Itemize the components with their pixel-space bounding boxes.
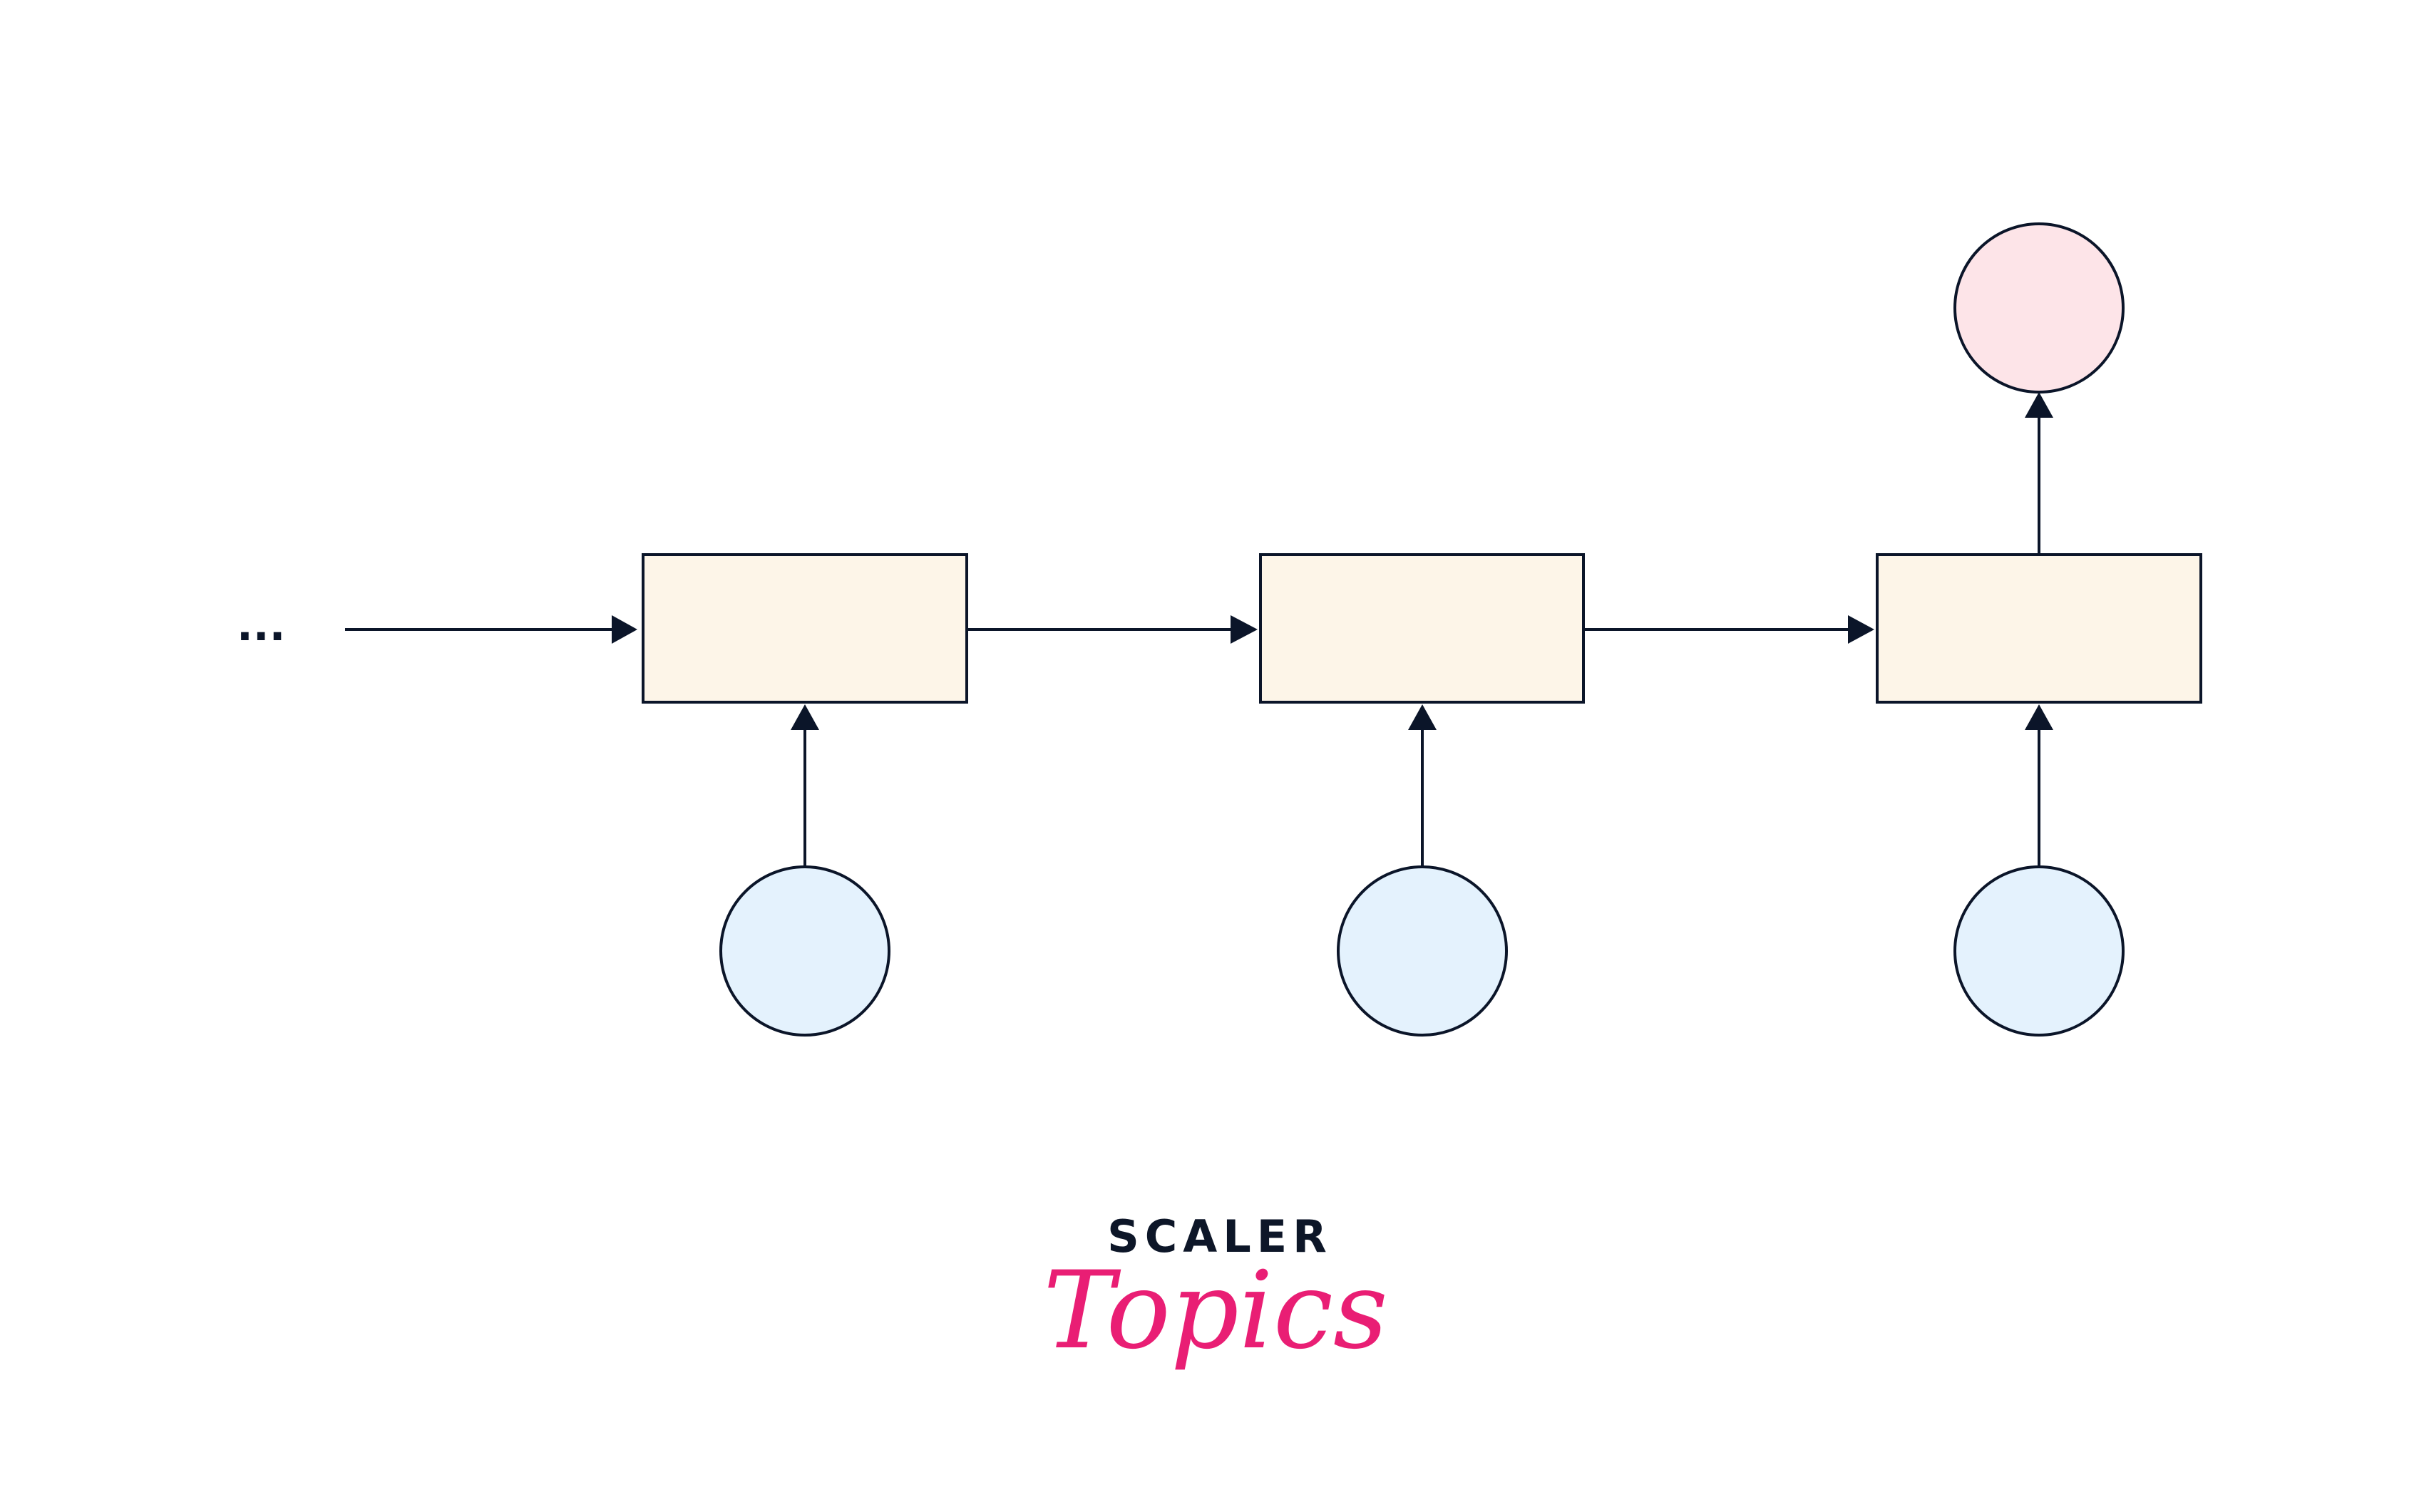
rnn-cell-1 — [642, 553, 968, 704]
arrow-into-cell-1 — [345, 615, 637, 644]
logo-scaler-text: SCALER — [1107, 1210, 1332, 1262]
input-node-2 — [1337, 865, 1508, 1037]
input-node-3 — [1953, 865, 2125, 1037]
arrow-input-1-to-cell-1 — [791, 704, 819, 867]
ellipsis-label: ... — [237, 601, 285, 651]
arrow-input-2-to-cell-2 — [1408, 704, 1437, 867]
logo-topics-text: Topics — [1043, 1249, 1388, 1373]
arrow-cell-1-to-cell-2 — [967, 615, 1258, 644]
input-node-1 — [719, 865, 890, 1037]
output-node — [1953, 222, 2125, 394]
rnn-cell-2 — [1259, 553, 1585, 704]
scaler-topics-logo: SCALER Topics — [1043, 1210, 1388, 1373]
arrow-cell-3-to-output — [2025, 392, 2053, 555]
arrow-cell-2-to-cell-3 — [1583, 615, 1874, 644]
arrow-input-3-to-cell-3 — [2025, 704, 2053, 867]
rnn-cell-3 — [1876, 553, 2202, 704]
